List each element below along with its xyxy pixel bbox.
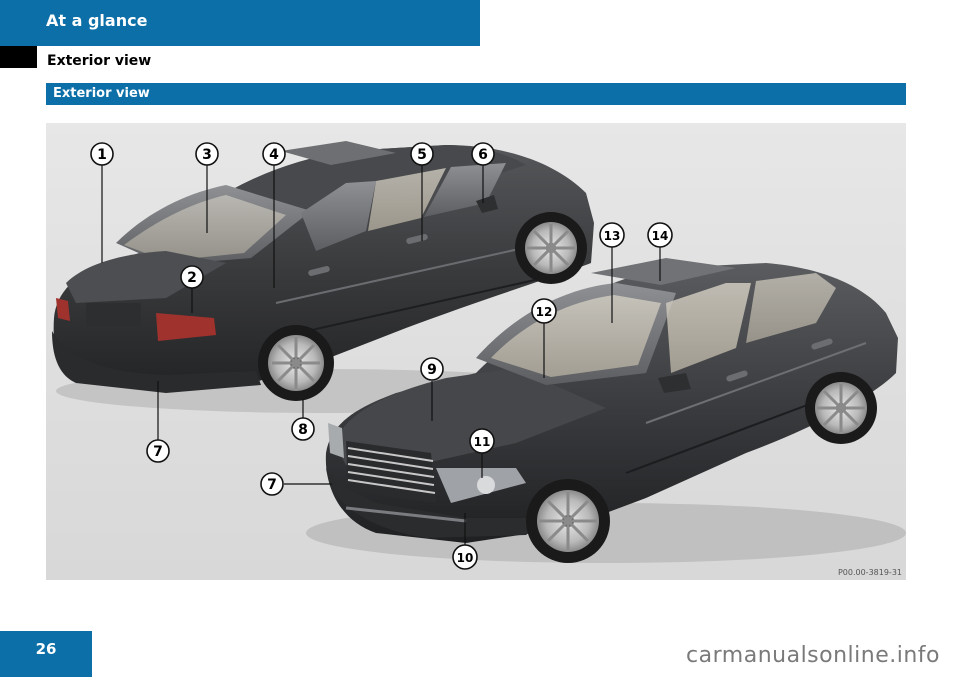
callout-4: 4 xyxy=(262,142,286,166)
chapter-tab xyxy=(0,46,37,68)
svg-text:3: 3 xyxy=(202,147,212,163)
svg-text:13: 13 xyxy=(604,229,621,243)
callout-3: 3 xyxy=(195,142,219,166)
footer-watermark: carmanualsonline.info xyxy=(686,643,940,668)
leader-lines xyxy=(101,165,661,545)
svg-text:9: 9 xyxy=(427,362,437,378)
callout-11: 11 xyxy=(469,428,495,454)
subheader-label: Exterior view xyxy=(53,86,150,101)
svg-text:7: 7 xyxy=(267,477,277,493)
svg-text:7: 7 xyxy=(153,444,163,460)
callout-6: 6 xyxy=(471,142,495,166)
page-number-box: 26 xyxy=(0,631,92,677)
exterior-view-figure: 1 3 4 5 6 2 13 14 12 9 7 8 11 7 10 P00.0… xyxy=(46,123,906,580)
callout-13: 13 xyxy=(599,222,625,248)
callout-7a: 7 xyxy=(146,439,170,463)
svg-text:5: 5 xyxy=(417,147,427,163)
svg-text:6: 6 xyxy=(478,147,488,163)
callout-5: 5 xyxy=(410,142,434,166)
svg-text:10: 10 xyxy=(457,551,474,565)
svg-text:8: 8 xyxy=(298,422,308,438)
svg-text:12: 12 xyxy=(536,305,553,319)
svg-text:4: 4 xyxy=(269,147,279,163)
callout-12: 12 xyxy=(531,298,557,324)
svg-text:1: 1 xyxy=(97,147,107,163)
cars-illustration xyxy=(52,141,906,563)
callout-8: 8 xyxy=(291,417,315,441)
callout-1: 1 xyxy=(90,142,114,166)
rear-car xyxy=(52,141,596,413)
subheader-bar: Exterior view xyxy=(46,83,906,105)
callout-markers: 1 3 4 5 6 2 13 14 12 9 7 8 11 7 10 xyxy=(90,142,673,570)
svg-text:11: 11 xyxy=(474,435,491,449)
svg-text:14: 14 xyxy=(652,229,669,243)
section-title: Exterior view xyxy=(47,53,152,69)
chapter-title: At a glance xyxy=(46,11,148,30)
svg-text:2: 2 xyxy=(187,270,197,286)
callout-10: 10 xyxy=(452,544,478,570)
callout-14: 14 xyxy=(647,222,673,248)
page-number: 26 xyxy=(35,640,57,658)
callout-2: 2 xyxy=(180,265,204,289)
header-bar: At a glance xyxy=(0,0,480,46)
callout-9: 9 xyxy=(420,357,444,381)
figure-code: P00.00-3819-31 xyxy=(837,568,902,577)
callout-7b: 7 xyxy=(260,472,284,496)
